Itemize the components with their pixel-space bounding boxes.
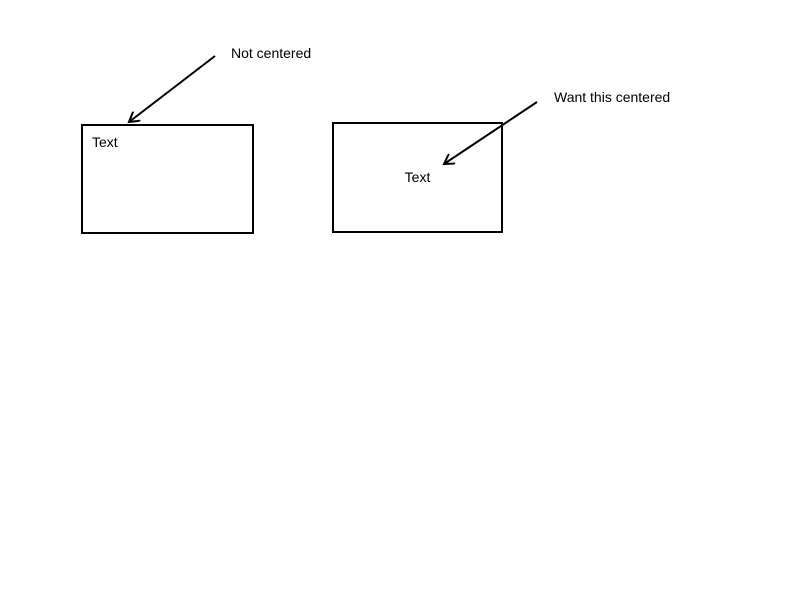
arrow-to-right-text	[444, 101, 538, 164]
annotation-want-centered: Want this centered	[554, 89, 671, 105]
box-text: Text	[92, 134, 118, 150]
box-text: Text	[404, 169, 431, 185]
left-box-not-centered: Text	[81, 124, 254, 234]
arrow-to-left-text	[129, 55, 216, 122]
annotation-not-centered: Not centered	[231, 45, 312, 61]
right-box-centered: Text	[332, 122, 503, 233]
